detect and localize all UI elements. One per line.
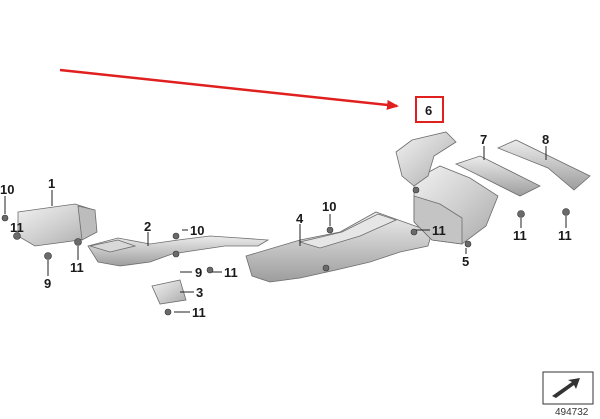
reference-number: 494732 [555, 407, 589, 418]
callout-10-center: 10 [190, 223, 204, 238]
callout-6: 6 [425, 103, 432, 118]
callout-3: 3 [196, 285, 203, 300]
callout-11-right-a: 11 [432, 223, 446, 238]
callout-11-center-a: 11 [224, 265, 238, 280]
callout-9-center: 9 [195, 265, 202, 280]
callout-10-right: 10 [322, 199, 336, 214]
callout-8: 8 [542, 132, 549, 147]
callout-11-left: 11 [70, 260, 84, 275]
callout-2: 2 [144, 219, 151, 234]
part-1-heat-shield [1, 203, 98, 260]
callout-5: 5 [462, 254, 469, 269]
callout-1: 1 [48, 176, 55, 191]
part-5-rear-shield [413, 165, 499, 248]
callout-7: 7 [480, 132, 487, 147]
part-2-tunnel-shield [87, 232, 270, 274]
leader-lines [4, 146, 567, 313]
highlight-box [415, 96, 444, 123]
part-4-center-shield [245, 211, 433, 283]
reference-box [542, 371, 594, 405]
callout-4: 4 [296, 211, 304, 226]
callout-11-right-b: 11 [513, 228, 527, 243]
part-6-shield [395, 131, 457, 194]
part-7-strip [454, 155, 541, 218]
callout-11-far-left: 11 [10, 220, 24, 235]
callout-11-right-c: 11 [558, 228, 572, 243]
callout-11-center-b: 11 [192, 305, 206, 320]
reference-arrow-icon [552, 378, 580, 398]
callout-10-left: 10 [0, 182, 14, 197]
part-3-bracket [151, 279, 187, 316]
part-8-strip [496, 139, 591, 216]
callout-9-left: 9 [44, 276, 51, 291]
pointer-arrow [59, 68, 399, 110]
